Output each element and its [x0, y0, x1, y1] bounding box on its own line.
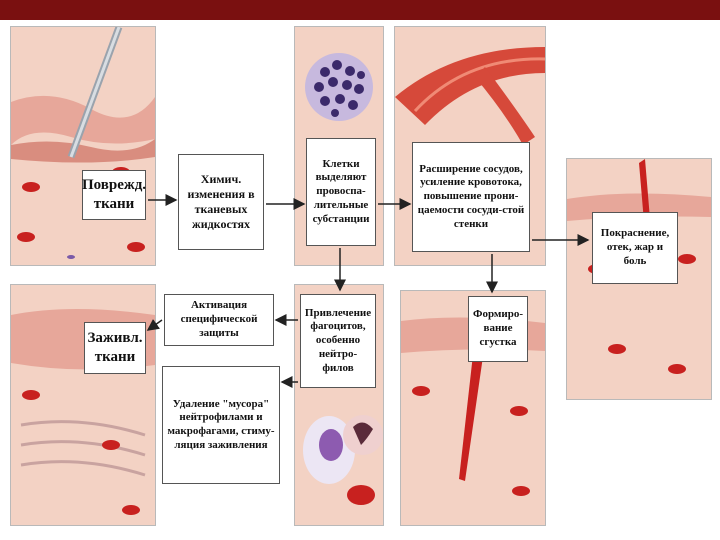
injury-tissue-image: [10, 26, 156, 266]
label-vasodilation: Расширение сосудов, усиление кровотока, …: [412, 142, 530, 252]
label-injury: Поврежд. ткани: [82, 170, 146, 220]
label-redness: Покраснение, отек, жар и боль: [592, 212, 678, 284]
healed-tissue-image: [10, 284, 156, 526]
label-specific-defense: Активация специфической защиты: [164, 294, 274, 346]
label-cells-release: Клетки выделяют провоспа-лительные субст…: [306, 138, 376, 246]
title-bar: [0, 0, 720, 20]
label-phagocytes: Привлечение фагоцитов, особенно нейтро-ф…: [300, 294, 376, 388]
label-healed: Заживл. ткани: [84, 322, 146, 374]
label-chemical-changes: Химич. изменения в тканевых жидкостях: [178, 154, 264, 250]
label-debris-removal: Удаление "мусора" нейтрофилами и макрофа…: [162, 366, 280, 484]
label-clot: Формиро-вание сгустка: [468, 296, 528, 362]
